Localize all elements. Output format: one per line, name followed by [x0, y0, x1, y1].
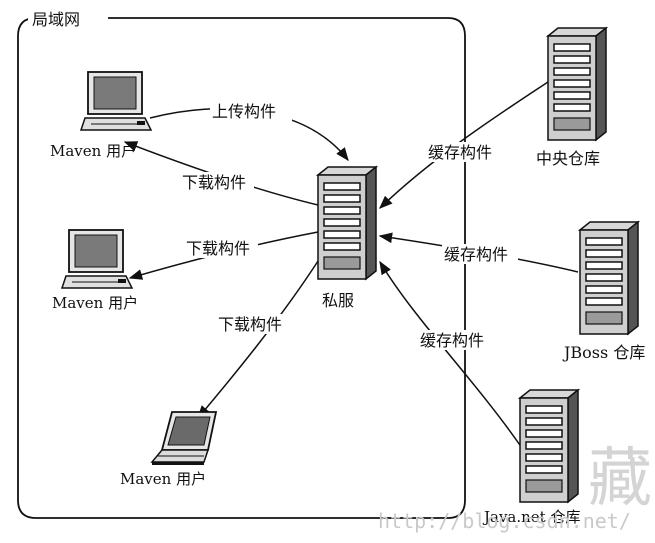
label-download-1: 下载构件	[182, 173, 246, 192]
javanet-repo-label: Java.net 仓库	[482, 508, 580, 526]
edge-cache-central	[379, 81, 549, 209]
user-3-label: Maven 用户	[120, 470, 206, 488]
label-cache-central: 缓存构件	[428, 143, 492, 162]
jboss-repo-label: JBoss 仓库	[562, 343, 645, 362]
watermark-text: http://blog.csdn.net/	[378, 509, 631, 533]
javanet-repo-server-icon	[519, 389, 579, 503]
edge-cache-javanet	[379, 260, 523, 449]
label-upload: 上传构件	[212, 102, 276, 121]
edge-download-3	[197, 257, 321, 420]
lan-boundary	[17, 17, 466, 519]
user-2-desktop-icon	[61, 229, 133, 289]
user-1-desktop-icon	[80, 71, 152, 131]
user-3-laptop-icon	[151, 411, 217, 466]
label-cache-jboss: 缓存构件	[444, 245, 508, 264]
lan-label: 局域网	[32, 10, 80, 29]
central-repo-label: 中央仓库	[536, 149, 600, 168]
label-cache-javanet: 缓存构件	[420, 331, 484, 350]
jboss-repo-server-icon	[579, 221, 639, 335]
user-1-label: Maven 用户	[50, 142, 136, 160]
private-server-icon	[317, 166, 377, 280]
user-2-label: Maven 用户	[52, 294, 138, 312]
private-server-label: 私服	[322, 291, 354, 310]
label-download-3: 下载构件	[218, 315, 282, 334]
watermark-seal-icon: 藏	[588, 442, 652, 516]
label-download-2: 下载构件	[186, 239, 250, 258]
central-repo-server-icon	[547, 27, 607, 141]
